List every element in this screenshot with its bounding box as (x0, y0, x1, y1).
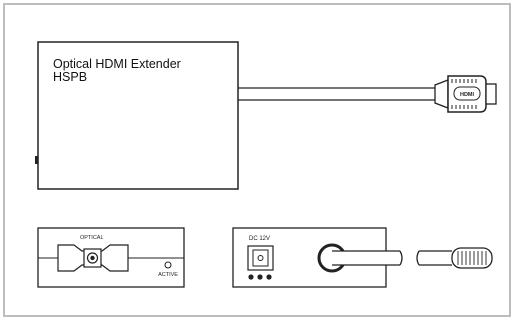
optical-label: OPTICAL (80, 235, 104, 241)
polarity-symbol (248, 274, 272, 280)
dc-side-panel: DC 12V (232, 227, 403, 288)
hdmi-logo-text: HDMI (460, 92, 475, 98)
product-title-line1: Optical HDMI Extender (53, 57, 181, 71)
product-title-line2: HSPB (53, 70, 87, 84)
dc-label: DC 12V (249, 236, 270, 242)
hdmi-cable: HDMI (238, 75, 497, 113)
cable-end-connector (416, 247, 493, 269)
side-notch (35, 156, 38, 164)
active-led (164, 261, 172, 269)
hdmi-plug-tip (485, 83, 497, 105)
extender-body (37, 41, 239, 190)
active-label: ACTIVE (158, 272, 178, 278)
hdmi-logo-badge (453, 86, 481, 101)
extender-top-view: Optical HDMI Extender HSPB (35, 41, 239, 190)
optical-side-panel: OPTICAL ACTIVE (37, 227, 185, 288)
diagram-frame (3, 3, 511, 317)
